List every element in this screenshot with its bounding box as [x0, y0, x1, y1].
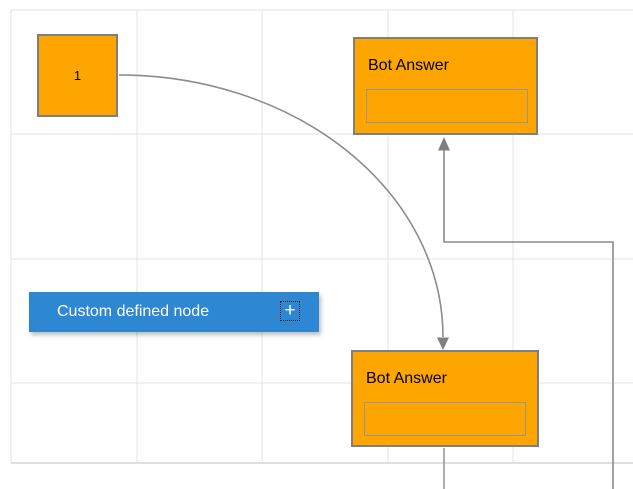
custom-node-label: Custom defined node — [57, 303, 210, 320]
plus-icon[interactable]: + — [280, 301, 300, 321]
bot-answer-top-title: Bot Answer — [368, 57, 449, 74]
connector-curve[interactable] — [118, 74, 449, 350]
node-bot-answer-bottom[interactable]: Bot Answer — [351, 350, 539, 447]
bot-answer-bottom-input[interactable] — [364, 402, 526, 436]
bot-answer-bottom-title: Bot Answer — [366, 370, 447, 387]
grid — [10, 9, 633, 464]
node-bot-answer-top[interactable]: Bot Answer — [353, 37, 538, 135]
connector-orthogonal[interactable] — [438, 137, 614, 489]
node-start[interactable]: 1 — [37, 34, 118, 117]
arrow-up-icon — [438, 137, 450, 151]
node-custom-defined[interactable]: Custom defined node + — [29, 292, 319, 332]
node-start-label: 1 — [73, 68, 82, 83]
arrow-down-icon — [437, 337, 449, 350]
bot-answer-top-input[interactable] — [366, 89, 528, 123]
